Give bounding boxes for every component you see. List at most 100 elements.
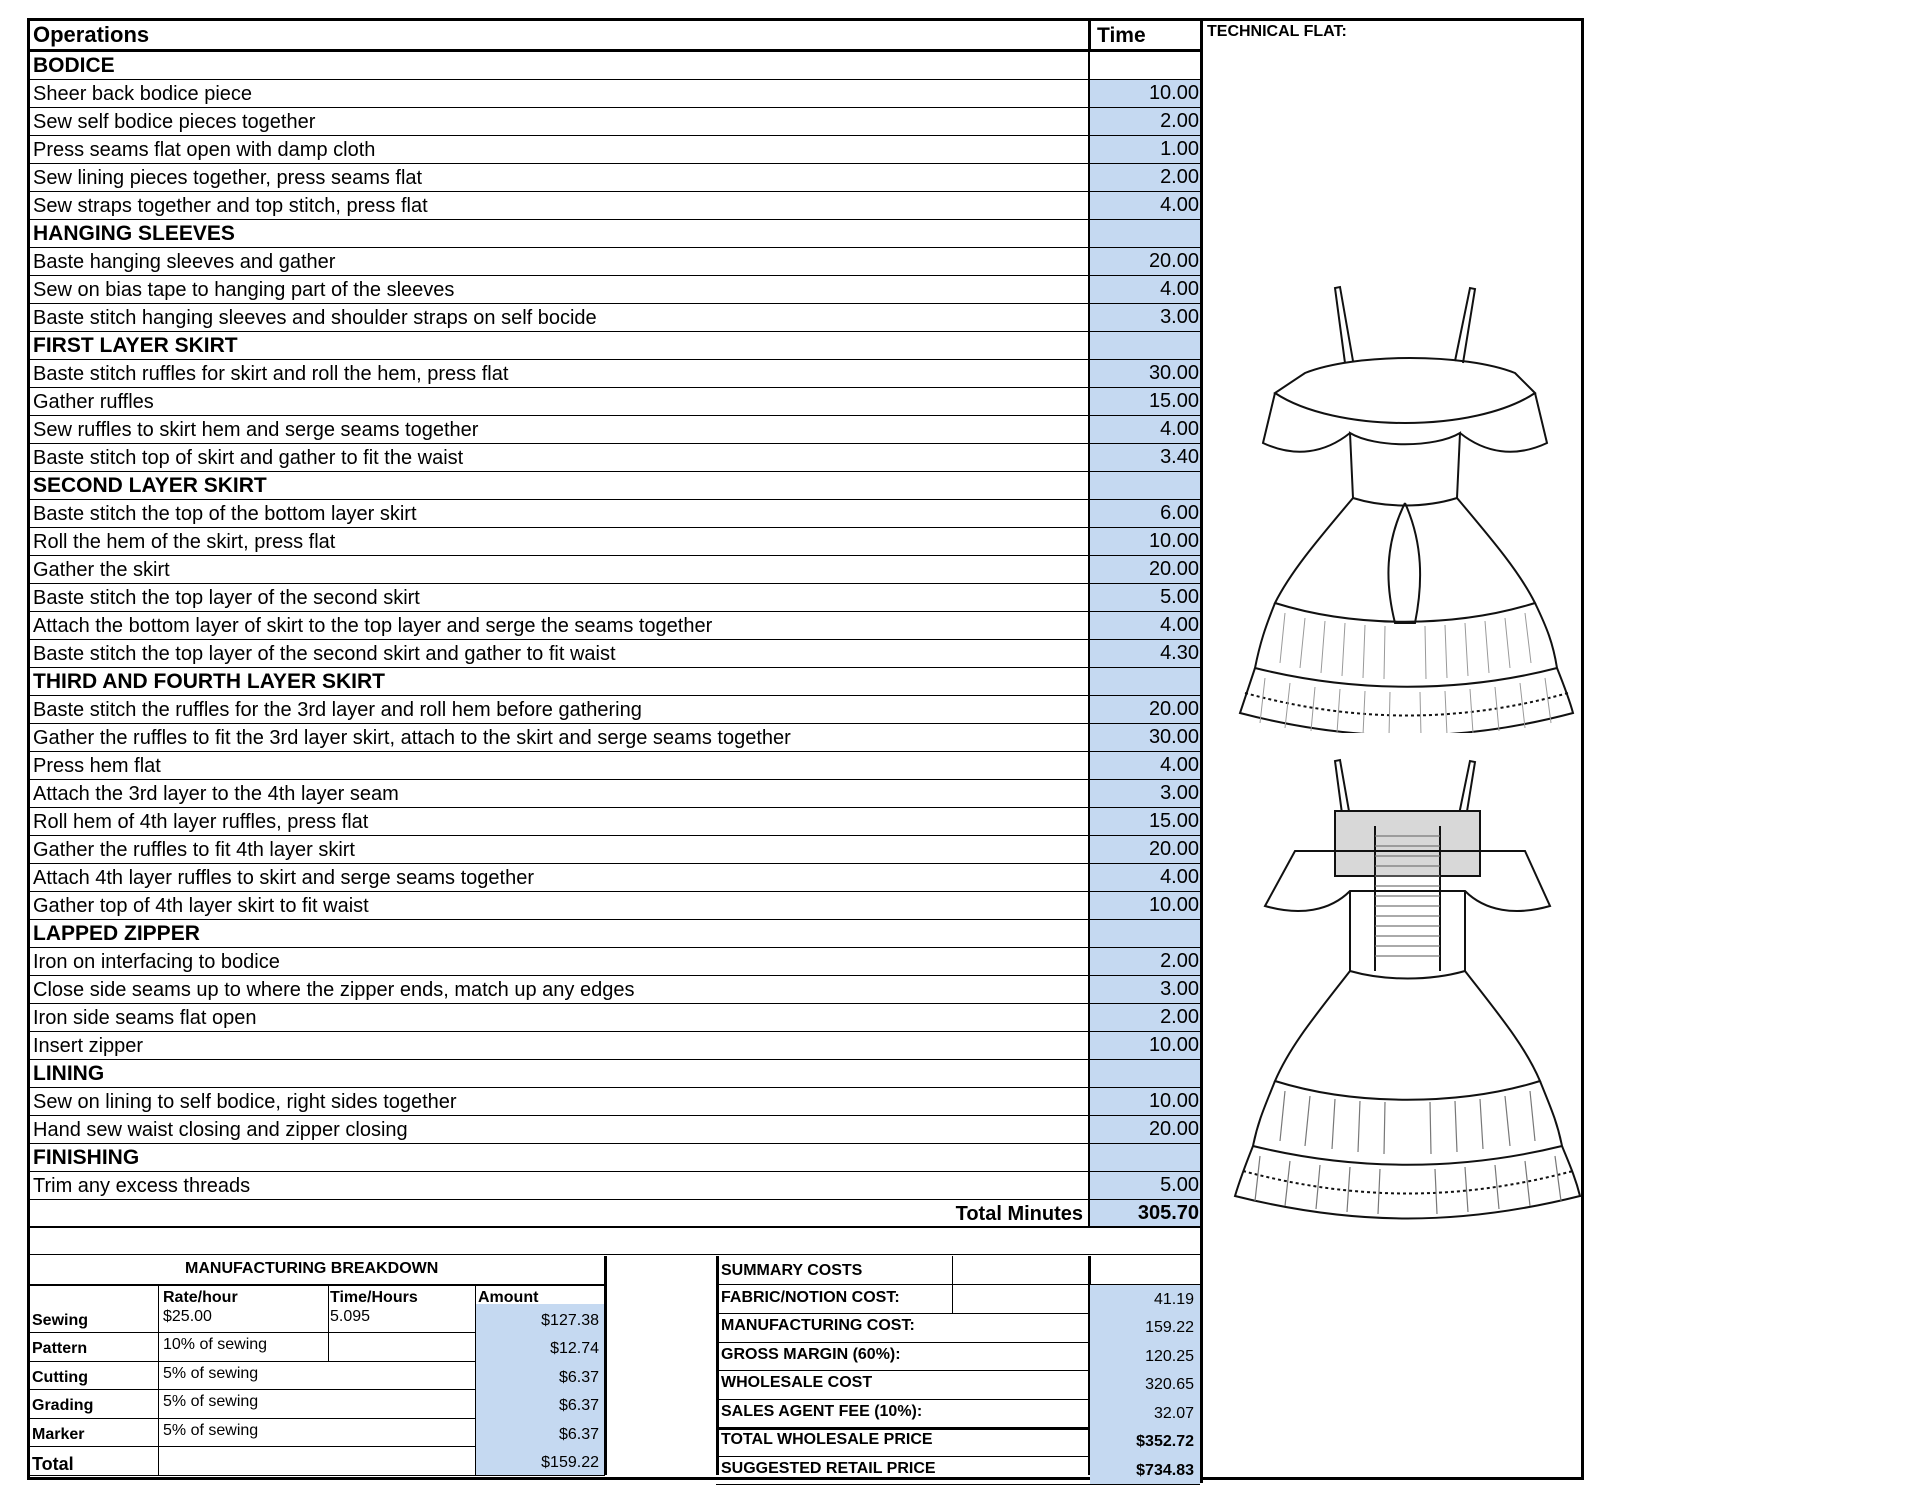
operation-row: Sew lining pieces together, press seams … [30, 164, 1203, 192]
section-label: HANGING SLEEVES [33, 222, 235, 245]
sc-row-value: 120.25 [1145, 1347, 1194, 1365]
operation-row: Insert zipper 10.00 [30, 1032, 1203, 1060]
operation-time: 20.00 [1088, 1116, 1203, 1143]
operation-time: 10.00 [1088, 1032, 1203, 1059]
flat-column-divider [1200, 21, 1203, 1483]
sc-row-value: 41.19 [1153, 1290, 1194, 1308]
sc-row-label: GROSS MARGIN (60%): [721, 1345, 901, 1363]
operation-time [1088, 1060, 1203, 1087]
operation-row: Attach the 3rd layer to the 4th layer se… [30, 780, 1203, 808]
mb-vline [475, 1284, 477, 1475]
technical-flat-title: TECHNICAL FLAT: [1207, 23, 1347, 40]
operation-time: 20.00 [1088, 556, 1203, 583]
operation-label: Gather the ruffles to fit 4th layer skir… [33, 839, 355, 861]
dress-front-flat [1238, 285, 1575, 733]
sc-row-value: $734.83 [1136, 1461, 1194, 1479]
sc-row-label: MANUFACTURING COST: [721, 1317, 915, 1334]
mb-vline [158, 1284, 160, 1475]
blank-row-line [30, 1254, 1200, 1256]
operation-time [1088, 220, 1203, 247]
mb-row-line [30, 1446, 605, 1448]
operation-time: 15.00 [1088, 388, 1203, 415]
operation-label: Gather the skirt [33, 559, 170, 581]
total-minutes-row: Total Minutes 305.70 [30, 1200, 1203, 1228]
operation-row: Baste stitch the top layer of the second… [30, 640, 1203, 668]
operation-label: Trim any excess threads [33, 1175, 251, 1197]
operation-row: Baste stitch ruffles for skirt and roll … [30, 360, 1203, 388]
operation-label: Gather the ruffles to fit the 3rd layer … [33, 727, 791, 749]
operation-time [1088, 332, 1203, 359]
operation-row: Sew on bias tape to hanging part of the … [30, 276, 1203, 304]
operation-time: 4.00 [1088, 192, 1203, 219]
sc-value-cell [1090, 1455, 1200, 1484]
section-row: BODICE [30, 52, 1203, 80]
operation-label: Baste stitch top of skirt and gather to … [33, 447, 464, 469]
operation-time [1088, 920, 1203, 947]
operation-time: 20.00 [1088, 248, 1203, 275]
operation-label: Hand sew waist closing and zipper closin… [33, 1119, 408, 1141]
mb-row-line [30, 1417, 605, 1419]
mb-row-amount: $6.37 [558, 1368, 599, 1386]
operation-row: Gather the ruffles to fit the 3rd layer … [30, 724, 1203, 752]
section-label: FIRST LAYER SKIRT [33, 334, 238, 357]
sc-row-label: SALES AGENT FEE (10%): [721, 1402, 923, 1420]
operation-label: Baste stitch the top layer of the second… [33, 587, 420, 609]
operation-label: Insert zipper [33, 1035, 144, 1057]
operation-row: Attach 4th layer ruffles to skirt and se… [30, 864, 1203, 892]
section-row: THIRD AND FOURTH LAYER SKIRT [30, 668, 1203, 696]
operation-time [1088, 52, 1203, 79]
mb-amount-cell [475, 1360, 605, 1389]
operation-label: Baste stitch the top of the bottom layer… [33, 503, 417, 525]
operation-time: 10.00 [1088, 892, 1203, 919]
sc-row-value: 159.22 [1145, 1319, 1194, 1336]
operation-time: 4.00 [1088, 612, 1203, 639]
sc-row-line [716, 1427, 1200, 1430]
section-label: BODICE [33, 54, 115, 77]
sc-value-cell [1090, 1313, 1200, 1342]
operation-row: Hand sew waist closing and zipper closin… [30, 1116, 1203, 1144]
mb-row-rate: 5% of sewing [163, 1393, 259, 1410]
mb-row-line [30, 1360, 605, 1362]
header-row: Operations Time [30, 21, 1203, 52]
operation-time: 5.00 [1088, 1172, 1203, 1199]
mb-col-time: Time/Hours [330, 1288, 418, 1306]
sc-row-line [716, 1398, 1200, 1400]
mb-col-rate: Rate/hour [163, 1288, 238, 1306]
operation-time: 4.30 [1088, 640, 1203, 667]
operation-row: Gather the ruffles to fit 4th layer skir… [30, 836, 1203, 864]
mb-vline [604, 1256, 607, 1475]
operation-label: Press seams flat open with damp cloth [33, 139, 376, 161]
sc-row-line [716, 1370, 1200, 1372]
time-header: Time [1088, 21, 1203, 49]
mb-row-rate: 10% of sewing [163, 1336, 268, 1353]
mb-row-amount: $12.74 [550, 1340, 599, 1357]
operation-row: Baste stitch hanging sleeves and shoulde… [30, 304, 1203, 332]
operation-label: Baste stitch hanging sleeves and shoulde… [33, 307, 597, 329]
mb-row-amount: $127.38 [541, 1311, 599, 1329]
operation-time: 3.00 [1088, 304, 1203, 331]
mb-row-label: Sewing [32, 1311, 89, 1329]
mb-header-line [30, 1283, 605, 1286]
operation-row: Baste stitch the top layer of the second… [30, 584, 1203, 612]
mb-row-rate: 5% of sewing [163, 1421, 259, 1439]
section-row: LAPPED ZIPPER [30, 920, 1203, 948]
mb-row-amount: $159.22 [541, 1454, 599, 1471]
sc-row-line [716, 1313, 1200, 1315]
operation-time: 6.00 [1088, 500, 1203, 527]
total-minutes-label: Total Minutes [955, 1203, 1083, 1225]
section-row: LINING [30, 1060, 1203, 1088]
sc-value-cell [1090, 1370, 1200, 1399]
sc-row-value: $352.72 [1136, 1433, 1194, 1450]
sc-header-line [716, 1283, 1200, 1285]
operation-label: Baste stitch the ruffles for the 3rd lay… [33, 699, 642, 721]
section-label: SECOND LAYER SKIRT [33, 474, 267, 497]
section-label: LAPPED ZIPPER [33, 922, 200, 945]
